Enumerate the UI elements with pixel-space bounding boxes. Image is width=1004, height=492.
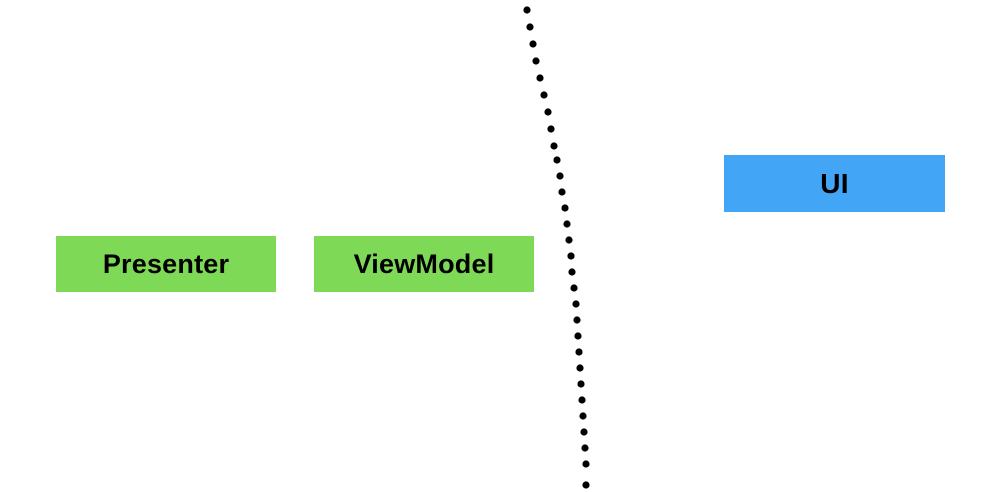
node-ui-label: UI xyxy=(820,167,849,199)
node-presenter-label: Presenter xyxy=(102,248,230,279)
boundary-dot xyxy=(536,74,544,82)
boundary-dot xyxy=(544,108,552,116)
boundary-dot xyxy=(523,6,531,14)
boundary-dot xyxy=(561,204,569,212)
boundary-dot xyxy=(575,348,583,356)
boundary-dot xyxy=(563,220,571,228)
boundary-dot xyxy=(540,91,548,99)
boundary-dot xyxy=(576,364,584,372)
boundary-dot xyxy=(572,300,580,308)
boundary-dot xyxy=(582,460,590,468)
boundary-dot xyxy=(565,236,573,244)
boundary-dot xyxy=(567,252,575,260)
node-viewmodel[interactable]: ViewModel xyxy=(314,236,534,292)
boundary-dot xyxy=(550,142,558,150)
node-ui[interactable]: UI xyxy=(724,155,945,212)
boundary-dot xyxy=(574,332,582,340)
boundary-dot xyxy=(547,125,555,133)
node-viewmodel-label: ViewModel xyxy=(353,248,495,279)
boundary-dot xyxy=(570,284,578,292)
boundary-dot xyxy=(573,316,581,324)
boundary-dot xyxy=(556,172,564,180)
node-presenter[interactable]: Presenter xyxy=(56,236,276,292)
boundary-dot xyxy=(568,268,576,276)
boundary-dot xyxy=(579,412,587,420)
boundary-dot xyxy=(526,23,534,31)
boundary-dot xyxy=(578,396,586,404)
boundary-dot xyxy=(553,156,561,164)
boundary-dot xyxy=(529,40,537,48)
boundary-dot xyxy=(582,481,590,489)
boundary-dot xyxy=(580,428,588,436)
boundary-dot xyxy=(532,57,540,65)
boundary-dot xyxy=(577,380,585,388)
boundary-dot xyxy=(558,188,566,196)
boundary-dot xyxy=(581,444,589,452)
